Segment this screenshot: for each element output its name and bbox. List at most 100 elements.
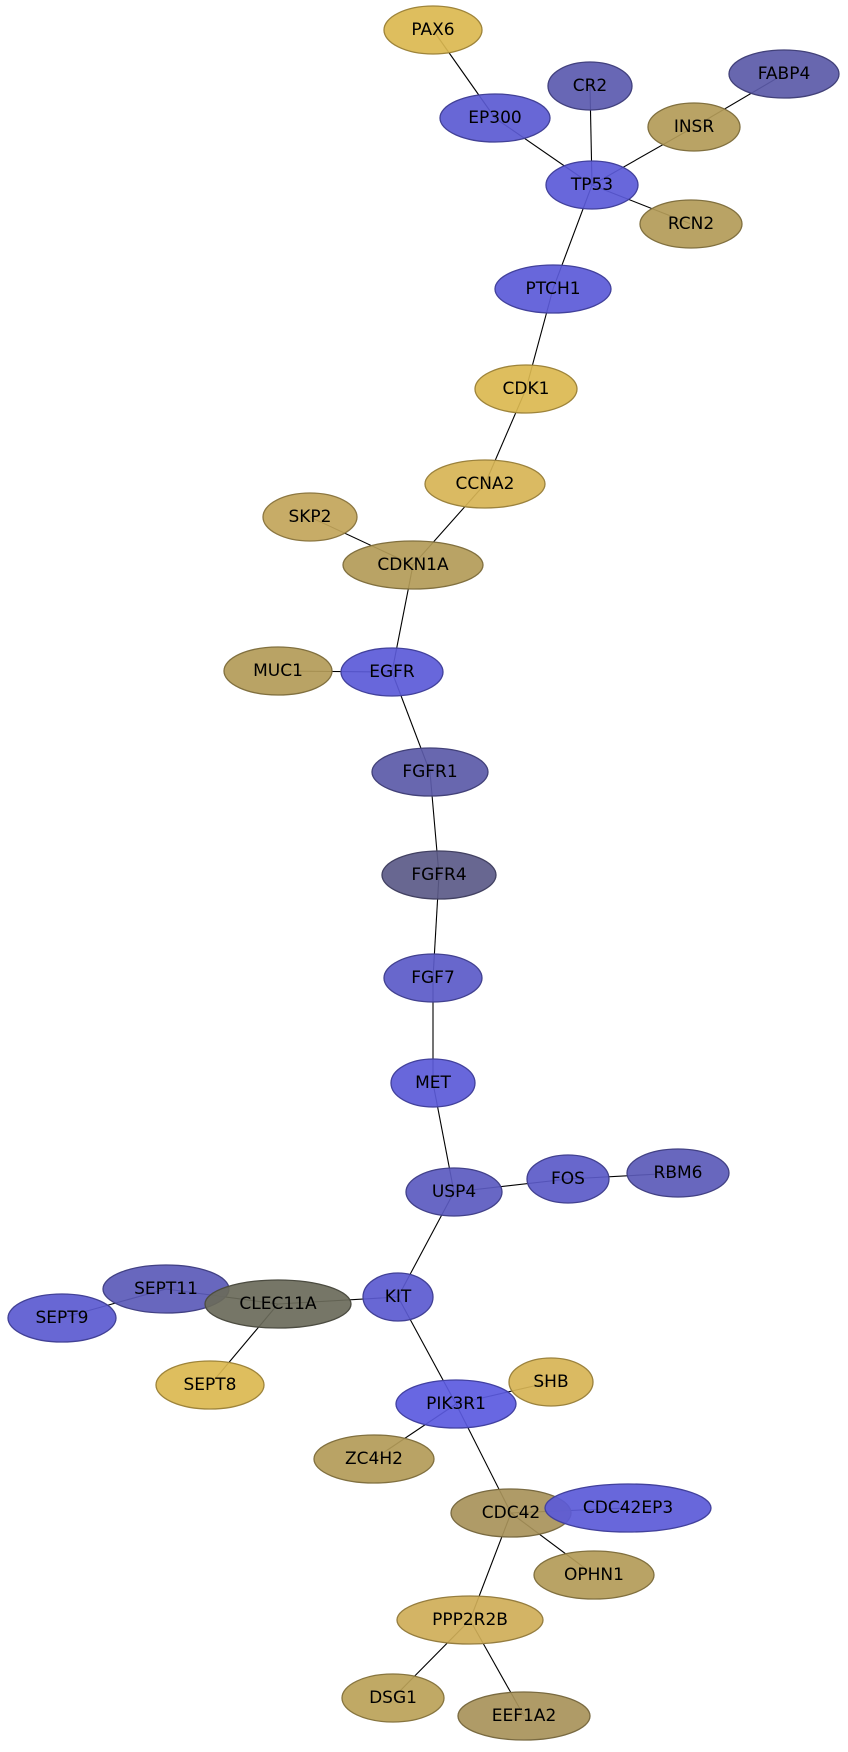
node-shape: [424, 459, 546, 509]
node-clec11a[interactable]: CLEC11A: [204, 1279, 352, 1329]
node-shape: [526, 1154, 610, 1204]
node-shape: [647, 102, 741, 152]
node-shape: [155, 1360, 265, 1410]
node-label: SHB: [533, 1372, 568, 1392]
node-cdkn1a[interactable]: CDKN1A: [342, 540, 484, 590]
node-pik3r1[interactable]: PIK3R1: [395, 1379, 517, 1429]
node-zc4h2[interactable]: ZC4H2: [313, 1434, 435, 1484]
node-label: PAX6: [411, 20, 454, 40]
node-label: SEPT11: [134, 1279, 198, 1299]
node-shape: [342, 540, 484, 590]
node-label: RBM6: [654, 1163, 703, 1183]
node-label: FGF7: [411, 968, 455, 988]
node-label: CCNA2: [456, 474, 515, 494]
node-skp2[interactable]: SKP2: [262, 492, 358, 542]
node-rbm6[interactable]: RBM6: [626, 1148, 730, 1198]
node-shape: [396, 1595, 544, 1645]
node-shape: [223, 646, 333, 696]
node-label: CR2: [573, 76, 608, 96]
node-label: PPP2R2B: [432, 1610, 508, 1630]
node-usp4[interactable]: USP4: [405, 1167, 503, 1217]
node-shape: [395, 1379, 517, 1429]
node-label: CDC42: [482, 1503, 540, 1523]
node-shape: [474, 364, 578, 414]
node-insr[interactable]: INSR: [647, 102, 741, 152]
node-label: CDK1: [503, 379, 550, 399]
node-label: EP300: [468, 108, 521, 128]
node-tp53[interactable]: TP53: [545, 160, 639, 210]
node-shape: [728, 49, 840, 99]
node-sept8[interactable]: SEPT8: [155, 1360, 265, 1410]
node-ophn1[interactable]: OPHN1: [533, 1550, 655, 1600]
node-label: SEPT9: [36, 1308, 89, 1328]
node-shape: [457, 1691, 591, 1741]
node-label: OPHN1: [564, 1565, 624, 1585]
node-label: CLEC11A: [239, 1294, 317, 1314]
node-sept11[interactable]: SEPT11: [102, 1264, 230, 1314]
node-shape: [313, 1434, 435, 1484]
node-label: INSR: [674, 117, 715, 137]
node-egfr[interactable]: EGFR: [340, 647, 444, 697]
node-shape: [341, 1673, 445, 1723]
node-fabp4[interactable]: FABP4: [728, 49, 840, 99]
node-shape: [204, 1279, 352, 1329]
node-label: SKP2: [288, 507, 331, 527]
node-label: KIT: [385, 1287, 412, 1307]
node-shape: [262, 492, 358, 542]
node-label: MET: [415, 1073, 451, 1093]
node-label: ZC4H2: [345, 1449, 403, 1469]
node-label: MUC1: [253, 661, 303, 681]
node-fgf7[interactable]: FGF7: [383, 953, 483, 1003]
node-shape: [405, 1167, 503, 1217]
node-shape: [340, 647, 444, 697]
node-ptch1[interactable]: PTCH1: [494, 264, 612, 314]
node-shape: [639, 199, 743, 249]
node-muc1[interactable]: MUC1: [223, 646, 333, 696]
node-label: FABP4: [758, 64, 811, 84]
node-shape: [362, 1272, 434, 1322]
node-shape: [7, 1293, 117, 1343]
node-label: DSG1: [369, 1688, 417, 1708]
node-eef1a2[interactable]: EEF1A2: [457, 1691, 591, 1741]
node-shape: [626, 1148, 730, 1198]
node-ccna2[interactable]: CCNA2: [424, 459, 546, 509]
node-label: TP53: [570, 175, 613, 195]
node-label: FGFR1: [402, 762, 457, 782]
node-shape: [383, 5, 483, 55]
node-shape: [508, 1357, 594, 1407]
node-label: EGFR: [369, 662, 415, 682]
node-label: PIK3R1: [426, 1394, 486, 1414]
node-shape: [547, 61, 633, 111]
node-sept9[interactable]: SEPT9: [7, 1293, 117, 1343]
node-label: CDKN1A: [377, 555, 449, 575]
node-label: CDC42EP3: [583, 1498, 673, 1518]
node-shape: [390, 1058, 476, 1108]
node-label: USP4: [432, 1182, 476, 1202]
node-label: FGFR4: [411, 865, 466, 885]
node-cdc42[interactable]: CDC42: [450, 1488, 572, 1538]
node-label: FOS: [551, 1169, 585, 1189]
node-kit[interactable]: KIT: [362, 1272, 434, 1322]
node-label: EEF1A2: [492, 1706, 557, 1726]
node-shb[interactable]: SHB: [508, 1357, 594, 1407]
node-shape: [439, 93, 551, 143]
node-shape: [383, 953, 483, 1003]
node-ep300[interactable]: EP300: [439, 93, 551, 143]
node-rcn2[interactable]: RCN2: [639, 199, 743, 249]
node-met[interactable]: MET: [390, 1058, 476, 1108]
node-dsg1[interactable]: DSG1: [341, 1673, 445, 1723]
node-fgfr1[interactable]: FGFR1: [371, 747, 489, 797]
node-label: PTCH1: [525, 279, 580, 299]
node-ppp2r2b[interactable]: PPP2R2B: [396, 1595, 544, 1645]
node-fos[interactable]: FOS: [526, 1154, 610, 1204]
node-pax6[interactable]: PAX6: [383, 5, 483, 55]
node-shape: [371, 747, 489, 797]
node-shape: [544, 1483, 712, 1533]
node-cdk1[interactable]: CDK1: [474, 364, 578, 414]
node-cr2[interactable]: CR2: [547, 61, 633, 111]
node-fgfr4[interactable]: FGFR4: [381, 850, 497, 900]
node-cdc42ep3[interactable]: CDC42EP3: [544, 1483, 712, 1533]
node-shape: [494, 264, 612, 314]
